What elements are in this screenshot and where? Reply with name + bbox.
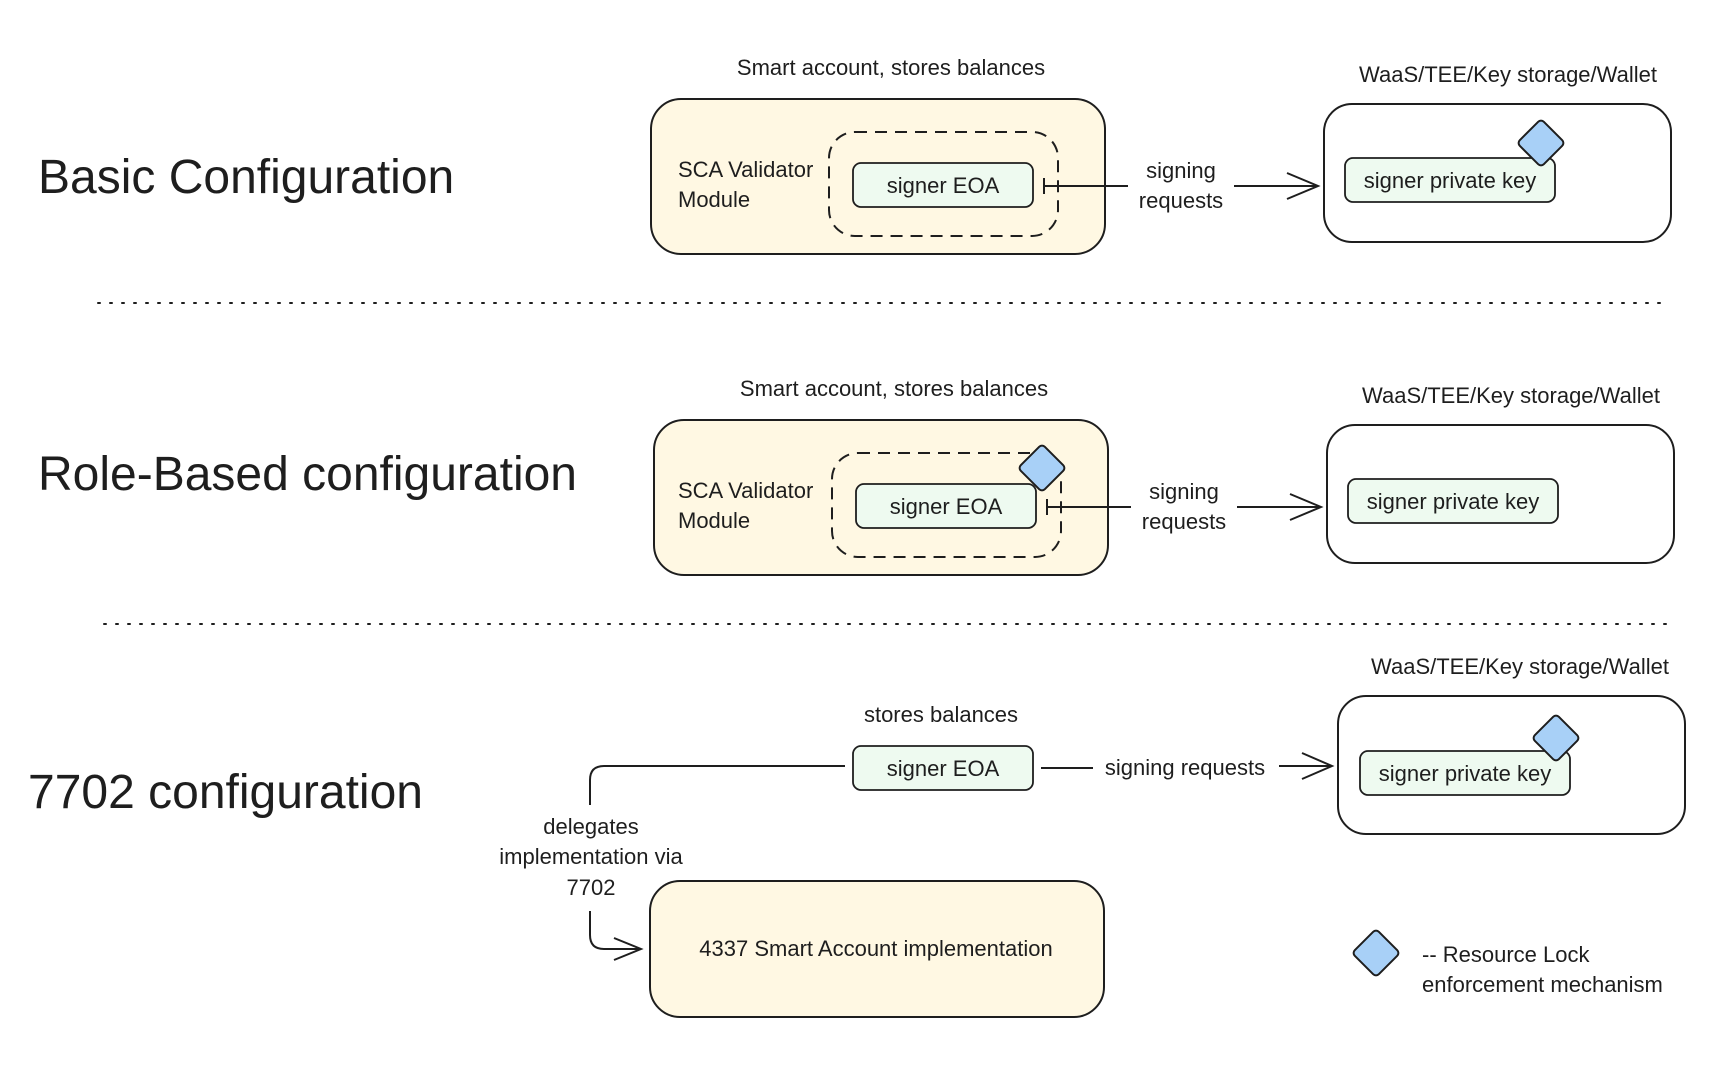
private-key-box	[1359, 750, 1571, 796]
signer-eoa-label: signer EOA	[887, 756, 1000, 781]
smart-account-caption: Smart account, stores balances	[740, 376, 1048, 401]
smart-account-caption: Smart account, stores balances	[737, 55, 1045, 80]
wallet-caption: WaaS/TEE/Key storage/Wallet	[1371, 654, 1669, 679]
private-key-label: signer private key	[1379, 761, 1551, 786]
section-title: Basic Configuration	[38, 151, 454, 204]
basic-configuration-section: Basic Configuration Smart account, store…	[38, 55, 1672, 255]
signer-eoa-box	[852, 162, 1034, 208]
legend-text-line2: enforcement mechanism	[1422, 972, 1663, 997]
delegation-arrow-head	[613, 937, 644, 961]
eoa-caption: stores balances	[864, 702, 1018, 727]
legend-text-line1: -- Resource Lock	[1422, 942, 1591, 967]
private-key-label: signer private key	[1367, 489, 1539, 514]
signer-eoa-label: signer EOA	[887, 173, 1000, 198]
module-label-line1: SCA Validator	[678, 478, 813, 503]
resource-lock-diamond-icon	[1018, 444, 1066, 492]
signing-requests-line2: requests	[1139, 188, 1223, 213]
signer-eoa-box	[852, 745, 1034, 791]
delegates-label-line2: implementation via	[499, 844, 683, 869]
signer-eoa-label: signer EOA	[890, 494, 1003, 519]
signing-requests-line1: signing	[1146, 158, 1216, 183]
validator-module-boundary	[831, 452, 1062, 558]
arrow-head	[1289, 493, 1324, 521]
7702-configuration-section: 7702 configuration stores balances signe…	[28, 654, 1686, 1018]
delegation-line-bottom	[589, 911, 640, 950]
signer-eoa-box	[855, 483, 1037, 529]
section-title: 7702 configuration	[28, 766, 423, 819]
implementation-label: 4337 Smart Account implementation	[699, 936, 1052, 961]
wallet-caption: WaaS/TEE/Key storage/Wallet	[1359, 62, 1657, 87]
diamond-icon	[1352, 929, 1400, 977]
private-key-box	[1347, 478, 1559, 524]
private-key-label: signer private key	[1364, 168, 1536, 193]
validator-module-boundary	[828, 131, 1059, 237]
private-key-box	[1344, 157, 1556, 203]
smart-account-implementation-box	[649, 880, 1105, 1018]
role-based-configuration-section: Role-Based configuration Smart account, …	[38, 376, 1675, 576]
delegates-label-line1: delegates	[543, 814, 638, 839]
resource-lock-diamond-icon	[1532, 714, 1580, 762]
module-label-line2: Module	[678, 508, 750, 533]
arrow-head	[1301, 752, 1335, 780]
legend: -- Resource Lock enforcement mechanism	[1352, 929, 1663, 997]
arrow-head	[1286, 172, 1321, 200]
delegates-label-line3: 7702	[567, 875, 616, 900]
section-title: Role-Based configuration	[38, 448, 577, 501]
wallet-caption: WaaS/TEE/Key storage/Wallet	[1362, 383, 1660, 408]
delegation-line-top	[589, 765, 845, 805]
resource-lock-diamond-icon	[1517, 119, 1565, 167]
signing-requests-line1: signing	[1149, 479, 1219, 504]
signing-requests-line2: requests	[1142, 509, 1226, 534]
module-label-line1: SCA Validator	[678, 157, 813, 182]
module-label-line2: Module	[678, 187, 750, 212]
signing-requests-label: signing requests	[1105, 755, 1265, 780]
